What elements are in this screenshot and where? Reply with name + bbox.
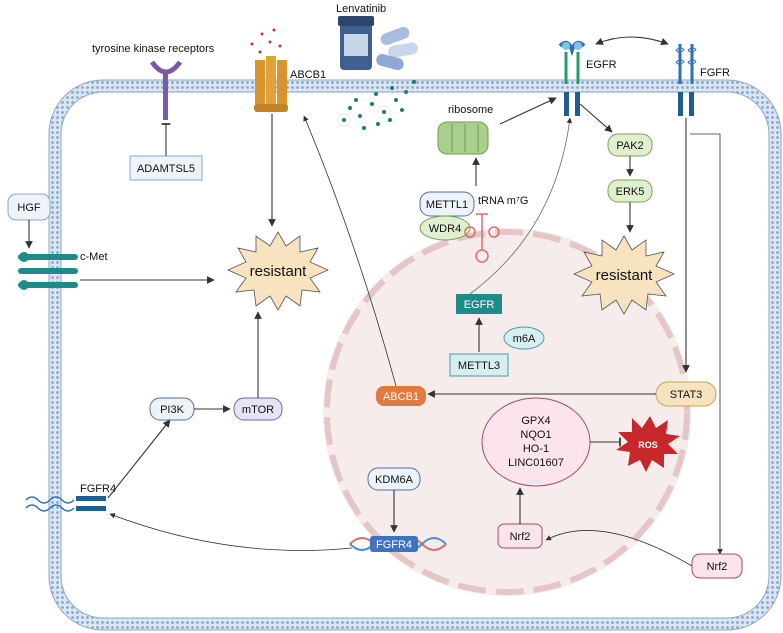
resistant-left-label: resistant bbox=[250, 263, 308, 280]
fgfr-receptor: FGFR bbox=[675, 44, 730, 116]
adamtsl5-node: ADAMTSL5 bbox=[129, 155, 203, 181]
tyrosine-kinase-receptor: tyrosine kinase receptors bbox=[92, 43, 215, 120]
target-nqo1: NQO1 bbox=[520, 429, 551, 441]
pi3k-node: PI3K bbox=[149, 397, 195, 421]
c-met-label: c-Met bbox=[80, 251, 108, 263]
target-linc01607: LINC01607 bbox=[508, 457, 564, 469]
pak2-node: PAK2 bbox=[607, 133, 653, 157]
tkr-label: tyrosine kinase receptors bbox=[92, 43, 215, 55]
stat3-label: STAT3 bbox=[670, 389, 703, 401]
c-met-receptor: c-Met bbox=[18, 251, 108, 290]
target-ho1: HO-1 bbox=[523, 443, 549, 455]
abcb1-transporter: ABCB1 bbox=[250, 28, 326, 112]
egfr-nuclear-label: EGFR bbox=[464, 299, 495, 311]
mtor-node: mTOR bbox=[233, 397, 283, 421]
nrf2-cyto-node: Nrf2 bbox=[691, 553, 743, 579]
target-gpx4: GPX4 bbox=[521, 415, 550, 427]
mtor-label: mTOR bbox=[242, 404, 274, 416]
egfr-nuclear-node: EGFR bbox=[456, 294, 502, 314]
hgf-node: HGF bbox=[7, 193, 51, 221]
antioxidant-targets: GPX4 NQO1 HO-1 LINC01607 bbox=[481, 397, 591, 487]
m6a-label: m6A bbox=[513, 333, 536, 345]
mettl3-node: METTL3 bbox=[449, 353, 509, 377]
fgfr4-receptor: FGFR4 bbox=[25, 483, 116, 512]
pi3k-label: PI3K bbox=[160, 404, 185, 416]
stat3-node: STAT3 bbox=[655, 381, 717, 407]
resistant-right-label: resistant bbox=[596, 267, 654, 284]
fgfr-membrane-label: FGFR bbox=[700, 67, 730, 79]
adamtsl5-label: ADAMTSL5 bbox=[137, 163, 195, 175]
egfr-receptor: EGFR bbox=[558, 40, 617, 116]
ros-label: ROS bbox=[638, 440, 658, 450]
abcb1-membrane-label: ABCB1 bbox=[290, 69, 326, 81]
mettl1-node: METTL1 bbox=[419, 191, 475, 217]
wdr4-node: WDR4 bbox=[419, 215, 471, 241]
m6a-node: m6A bbox=[503, 326, 545, 350]
mettl3-label: METTL3 bbox=[458, 360, 500, 372]
ribosome-label: ribosome bbox=[448, 104, 493, 116]
hgf-label: HGF bbox=[17, 202, 41, 214]
wdr4-label: WDR4 bbox=[429, 223, 461, 235]
erk5-label: ERK5 bbox=[616, 186, 645, 198]
mettl1-label: METTL1 bbox=[426, 199, 468, 211]
resistant-left-star: resistant bbox=[227, 231, 329, 311]
efflux-particles bbox=[250, 28, 282, 54]
capsule-icon bbox=[376, 26, 418, 71]
pill-bottle-icon bbox=[338, 16, 374, 70]
abcb1-nuclear-node: ABCB1 bbox=[376, 386, 426, 406]
ribosome: ribosome bbox=[437, 104, 493, 155]
dna-helix-icon: FGFR4 bbox=[349, 536, 447, 552]
erk5-node: ERK5 bbox=[607, 179, 653, 203]
fgfr4-dna-label: FGFR4 bbox=[376, 539, 412, 551]
abcb1-nuclear-label: ABCB1 bbox=[383, 391, 419, 403]
egfr-membrane-label: EGFR bbox=[586, 59, 617, 71]
trna-icon bbox=[464, 213, 500, 263]
kdm6a-label: KDM6A bbox=[375, 474, 414, 486]
drug-name: Lenvatinib bbox=[336, 3, 386, 15]
pak2-label: PAK2 bbox=[616, 140, 643, 152]
nrf2-nuclear-label: Nrf2 bbox=[510, 531, 531, 543]
nrf2-cyto-label: Nrf2 bbox=[707, 561, 728, 573]
nrf2-nuclear-node: Nrf2 bbox=[497, 523, 543, 549]
lenvatinib-drug: Lenvatinib bbox=[336, 3, 418, 130]
trna-label: tRNA m⁷G bbox=[478, 195, 528, 207]
resistant-right-star: resistant bbox=[573, 235, 675, 315]
kdm6a-node: KDM6A bbox=[367, 467, 421, 491]
drug-particles bbox=[342, 80, 416, 130]
fgfr4-membrane-label: FGFR4 bbox=[80, 483, 116, 495]
ros-burst: ROS bbox=[616, 416, 680, 472]
cell-membrane bbox=[48, 79, 782, 631]
